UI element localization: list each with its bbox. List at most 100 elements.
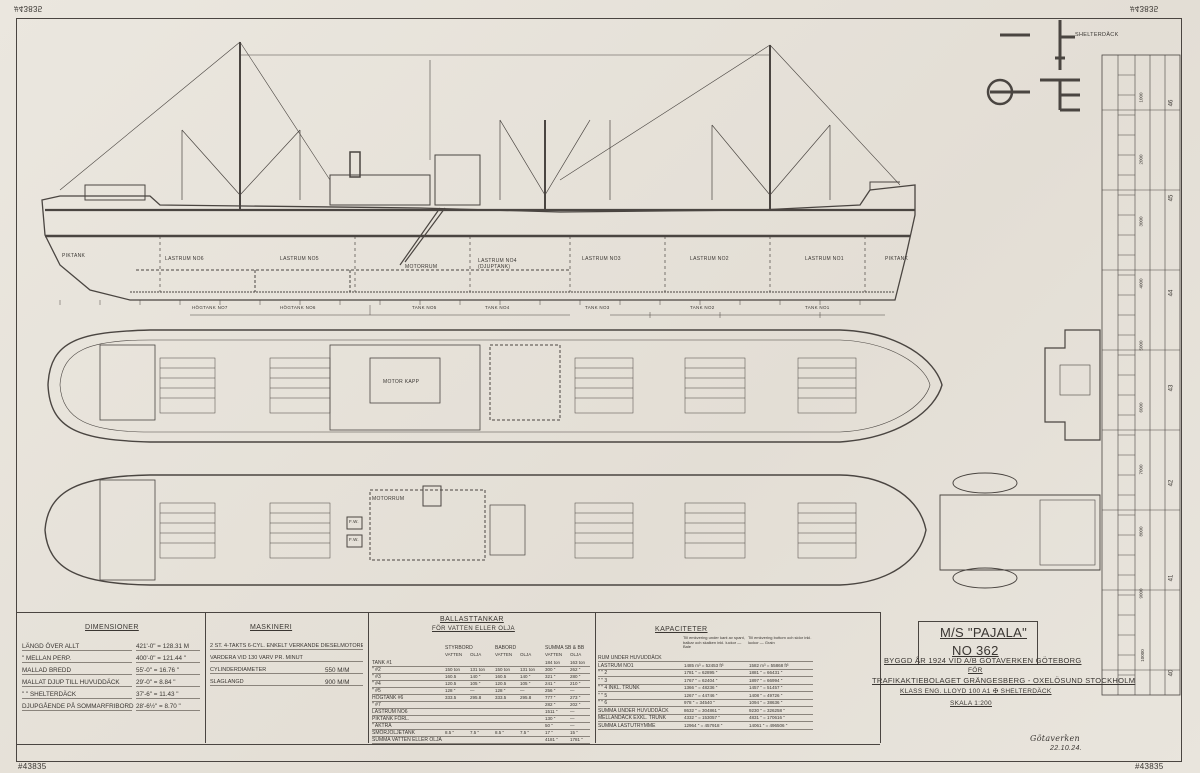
ship-profile — [41, 41, 916, 318]
capacity-bale: 978 " = 34540 " — [684, 700, 715, 705]
profile-label: Lastrum No1 — [805, 256, 844, 262]
ballast-row-label: " #7 — [372, 702, 590, 709]
ruler-side-mark: 45 — [1168, 194, 1175, 202]
ballast-value: 273 " — [570, 695, 581, 700]
section-views — [939, 329, 1101, 589]
ruler-side-mark: 42 — [1168, 479, 1175, 487]
capacity-label: Lastrum No1 — [598, 663, 813, 670]
ballast-value: 280 " — [570, 674, 581, 679]
capacity-grain: 1897 " = 66994 " — [749, 677, 783, 683]
capacity-grain: 1457 " = 51457 " — [749, 685, 783, 690]
hatch-covers — [159, 357, 857, 559]
ballast-subheading: för vatten eller olja — [432, 626, 515, 632]
ballast-value: 1781 " — [570, 737, 583, 742]
ballast-value: 256 " — [545, 688, 556, 693]
table-divider — [595, 612, 596, 743]
ballast-row-label: Summa vatten eller olja — [372, 737, 590, 744]
ruler-mark: 2000 — [1138, 154, 1144, 165]
owner-text: Trafikaktiebolaget Grängesberg - Oxelösu… — [872, 676, 1136, 685]
capacity-bale: 1267 " = 44746 " — [684, 692, 718, 698]
dimension-label: " mellan perp. — [22, 655, 132, 663]
tank-label: Tank No2 — [690, 305, 715, 310]
capacity-label: " " 2 — [598, 670, 813, 677]
ballast-heading: Ballasttankar — [440, 616, 504, 623]
ballast-value: 131 ton — [520, 667, 536, 672]
ballast-row-label: Högtank #6 — [372, 695, 590, 702]
profile-label: Lastrum No2 — [690, 256, 729, 262]
capacity-grain: 4831 " = 170616 " — [749, 715, 785, 720]
ballast-col: Vatten — [545, 652, 563, 657]
ruler-side-mark: 44 — [1168, 289, 1175, 297]
ballast-value: 333.5 — [495, 695, 507, 700]
dimension-value: 400'-0" = 121.44 " — [136, 655, 200, 663]
dimensions-heading: Dimensioner — [85, 624, 139, 631]
capacity-label: " " 5 — [598, 693, 813, 700]
capacity-bale: 1781 " = 62895 " — [684, 670, 718, 675]
ballast-col: Vatten — [445, 652, 463, 657]
ship-name: M/S "PAJALA" — [940, 625, 1028, 640]
ballast-value: 128 " — [445, 688, 456, 693]
ballast-value: 160.5 — [495, 674, 507, 679]
ballast-value: 282 " — [545, 702, 556, 707]
capacity-label: Summa under huvuddäck — [598, 708, 813, 715]
frame-section-symbol — [986, 20, 1080, 112]
ballast-value: 1511 " — [545, 709, 558, 714]
ballast-value: — — [570, 709, 575, 714]
tank-label: Högtank No7 — [192, 305, 228, 310]
ruler-mark: 7000 — [1138, 464, 1144, 475]
upper-deck-plan — [47, 329, 943, 443]
tank-label: Tank No3 — [585, 305, 610, 310]
capacity-bale: 12964 " = 457918 " — [684, 722, 723, 728]
profile-label: Lastrum No5 — [280, 256, 319, 262]
dimension-value: 55'-0" = 16.76 " — [136, 667, 200, 675]
machinery-label: Slaglängd — [210, 679, 363, 686]
built-text: Byggd år 1924 vid A/B Götaverken Götebor… — [884, 656, 1082, 665]
ballast-value: 7.5 " — [520, 730, 530, 735]
ballast-value: 130 " — [545, 716, 556, 721]
capacities-col-bale: Till emkvering under kant av spant, balk… — [683, 635, 745, 649]
ballast-value: 8.5 " — [495, 730, 505, 735]
ballast-value: 7.5 " — [470, 730, 480, 735]
capacity-bale: 1485 m³ = 52453 ft³ — [684, 662, 724, 668]
drawing-number-bottom-right: #43835 — [1135, 762, 1164, 771]
profile-label: Piktank — [62, 253, 86, 259]
dimension-label: Mallad bredd — [22, 667, 132, 675]
ballast-value: 295.8 — [470, 695, 482, 700]
tank-label: Tank No5 — [412, 305, 437, 310]
ballast-row-label: Tank #1 — [372, 660, 590, 667]
dimension-label: Längd över allt — [22, 643, 132, 651]
machinery-value: 550 m/m — [325, 667, 350, 674]
capacity-grain: 1408 " = 49726 " — [749, 692, 783, 698]
ship-number: No 362 — [952, 643, 999, 658]
capacity-grain: 1094 " = 38636 " — [749, 700, 783, 705]
shelterdeck-label: Shelterdäck — [1075, 32, 1119, 38]
ballast-row-label: " #4 — [372, 681, 590, 688]
plan-label: Motor kapp — [383, 379, 420, 385]
ruler-mark: 9000 — [1138, 588, 1144, 599]
ballast-value: 300 " — [545, 667, 556, 672]
ballast-value: 131 ton — [470, 667, 486, 672]
lower-deck-plan — [44, 474, 927, 586]
for-text: För — [968, 667, 983, 674]
capacity-label: Mellandäck exkl. trunk — [598, 715, 813, 722]
ruler-side-mark: 40 — [1168, 669, 1175, 677]
table-divider — [880, 612, 881, 743]
ballast-value: 150 ton — [495, 667, 511, 672]
table-divider — [205, 612, 206, 743]
ballast-value: 295.8 — [520, 695, 532, 700]
signature: Götaverken — [1030, 734, 1081, 743]
ballast-value: 140 " — [470, 674, 481, 679]
table-divider — [368, 612, 369, 743]
ballast-value: 333.5 — [445, 695, 457, 700]
ruler-mark: 5000 — [1138, 340, 1144, 351]
plan-label: F.W. — [349, 519, 359, 524]
ballast-value: 262 " — [570, 667, 581, 672]
ballast-value: 15 " — [570, 730, 578, 735]
tank-label: Tank No4 — [485, 305, 510, 310]
tank-label: Tank No1 — [805, 305, 830, 310]
ballast-value: 163 ton — [570, 660, 586, 665]
ballast-value: — — [570, 723, 575, 728]
ballast-value: 50 " — [545, 723, 553, 728]
ballast-value: 140 " — [520, 674, 531, 679]
drawing-frame — [16, 18, 1182, 762]
